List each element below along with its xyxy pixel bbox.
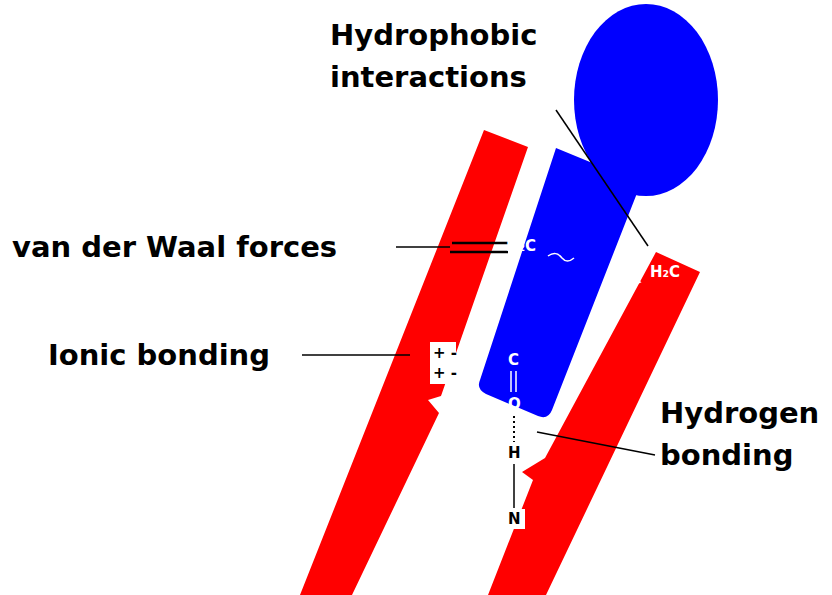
vdw-bond xyxy=(452,242,510,245)
covalent-bond xyxy=(513,464,515,508)
interaction-mark xyxy=(614,261,628,263)
callout-label: Hydrogen bonding xyxy=(660,392,825,476)
leader-line xyxy=(537,432,655,455)
atom-symbol: H xyxy=(508,445,521,462)
atom-symbol: N xyxy=(508,511,521,528)
chemical-group: H₂C xyxy=(506,238,536,255)
charge-symbol: + - xyxy=(433,345,457,362)
atom-symbol: C xyxy=(508,352,519,369)
interaction-mark xyxy=(614,265,628,267)
callout-label: Hydrophobic interactions xyxy=(330,14,580,98)
leader-line xyxy=(556,110,648,246)
callout-label: Ionic bonding xyxy=(48,334,270,376)
charge-symbol: + - xyxy=(433,365,457,382)
ligand-stem xyxy=(479,148,641,417)
interaction-arrow xyxy=(612,271,640,285)
vdw-bond xyxy=(450,251,508,254)
chemical-group: H₂C xyxy=(650,264,680,281)
leader-line xyxy=(396,246,450,248)
label-patch xyxy=(503,443,525,463)
hydrogen-bond xyxy=(513,416,515,442)
leader-line xyxy=(302,354,410,356)
double-bond xyxy=(515,371,517,392)
double-bond xyxy=(510,371,512,392)
interaction-arrow xyxy=(548,253,574,261)
label-patch xyxy=(503,509,525,529)
atom-symbol: O xyxy=(508,396,521,413)
callout-label: van der Waal forces xyxy=(12,226,337,268)
